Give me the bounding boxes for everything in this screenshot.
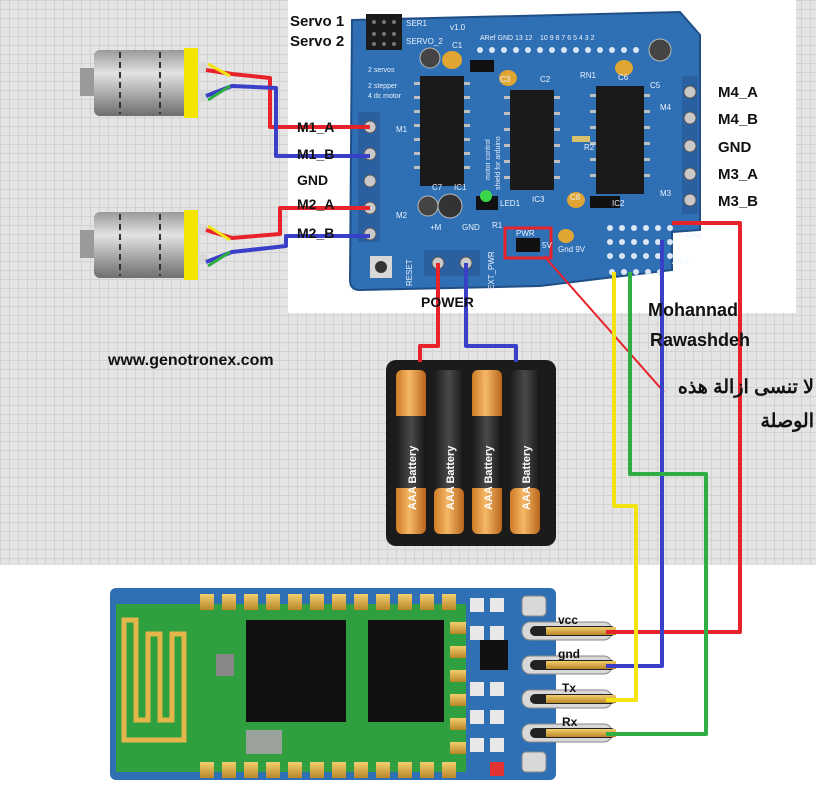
website-label: www.genotronex.com	[108, 352, 274, 369]
pcb-plus-m: +M	[430, 223, 442, 232]
wire-power-blue	[464, 263, 518, 362]
author-surname: Rawashdeh	[650, 330, 751, 350]
pcb-r2: R2	[584, 143, 595, 152]
wire-m1-blue	[205, 84, 370, 158]
pcb-m3: M3	[660, 189, 672, 198]
pcb-a0-5: A0-5	[672, 257, 689, 266]
bt-rx-label: Rx	[562, 715, 578, 729]
m3b-label: M3_B	[718, 193, 759, 210]
m1a-label: M1_A	[297, 119, 335, 135]
arabic-note-line1: لا تنسى ازالة هذه	[677, 377, 814, 398]
battery-labels: AAA Battery AAA Battery AAA Battery AAA …	[407, 445, 533, 510]
pcb-c7: C7	[432, 183, 443, 192]
dc-motor-1	[80, 48, 208, 118]
gnd-left-label: GND	[297, 172, 329, 188]
pcb-gnd: GND	[462, 223, 480, 232]
gnd-right-label: GND	[718, 139, 752, 156]
m2a-label: M2_A	[297, 196, 335, 212]
wire-bt-tx	[606, 272, 638, 702]
pcb-m1: M1	[396, 125, 408, 134]
servo2-label: Servo 2	[290, 33, 345, 50]
pcb-c3: C3	[500, 75, 511, 84]
pcb-ext-pwr: EXT_PWR	[487, 251, 496, 290]
bt-tx-label: Tx	[562, 681, 576, 695]
pcb-rn1: RN1	[580, 71, 597, 80]
pcb-servos-line3: 4 dc motor	[368, 93, 402, 100]
m4b-label: M4_B	[718, 111, 759, 128]
pcb-pwr: PWR	[516, 229, 535, 238]
pcb-gnd9v: Gnd 9V	[558, 245, 586, 254]
pcb-m2: M2	[396, 211, 408, 220]
pcb-led1: LED1	[500, 199, 521, 208]
bluetooth-module	[110, 588, 616, 780]
pcb-m4: M4	[660, 103, 672, 112]
wire-bt-rx	[606, 272, 708, 736]
pcb-ic1: IC1	[454, 183, 467, 192]
m4a-label: M4_A	[718, 84, 759, 101]
pcb-shield-for-arduino: shield for arduino	[495, 136, 502, 190]
pcb-servos-line1: 2 servos	[368, 67, 395, 74]
pcb-gnd-small: Gnd	[686, 231, 701, 240]
bluetooth-pin-labels: vcc gnd Tx Rx	[558, 613, 580, 729]
bt-gnd-label: gnd	[558, 647, 580, 661]
m1b-label: M1_B	[297, 146, 335, 162]
jumper-pointer	[543, 255, 665, 393]
arabic-note-line2: الوصلة	[760, 411, 815, 432]
battery-pack	[386, 360, 556, 546]
wire-m2-red	[205, 206, 370, 240]
wire-bt-vcc	[606, 221, 742, 634]
pcb-motor-control: motor control	[485, 139, 492, 180]
pcb-r1: R1	[492, 221, 503, 230]
m3a-label: M3_A	[718, 166, 759, 183]
battery-label-3: AAA Battery	[483, 445, 495, 510]
pcb-ic2: IC2	[612, 199, 625, 208]
battery-label-2: AAA Battery	[445, 445, 457, 510]
wires	[205, 62, 742, 736]
pcb-5v: 5V	[542, 241, 552, 250]
battery-label-4: AAA Battery	[521, 445, 533, 510]
pcb-servos-line2: 2 stepper	[368, 83, 398, 90]
motor-shield-pcb	[348, 10, 701, 292]
wire-power-red	[418, 263, 440, 362]
wire-m2-blue	[205, 234, 370, 264]
dc-motor-2	[80, 210, 208, 280]
servo1-label: Servo 1	[290, 13, 345, 30]
wire-m1-red	[205, 68, 370, 129]
pcb-pins: 10 9 8 7 6 5 4 3 2	[540, 35, 595, 42]
pcb-silkscreen: SER1 SERVO_2 v1.0 ARef GND 13 12 10 9 8 …	[368, 19, 701, 290]
wire-bt-gnd	[606, 240, 664, 668]
pcb-aref: ARef GND 13 12	[480, 35, 533, 42]
power-label: POWER	[421, 294, 474, 310]
m2b-label: M2_B	[297, 225, 335, 241]
pcb-c6: C6	[618, 73, 629, 82]
pcb-c8: C8	[570, 193, 581, 202]
battery-label-1: AAA Battery	[407, 445, 419, 510]
bt-vcc-label: vcc	[558, 613, 578, 627]
pcb-c5: C5	[650, 81, 661, 90]
pcb-c1: C1	[452, 41, 463, 50]
pcb-reset: RESET	[405, 259, 414, 286]
pcb-version: v1.0	[450, 23, 466, 32]
pcb-c2: C2	[540, 75, 551, 84]
pcb-ser1: SER1	[406, 19, 427, 28]
pcb-servo2: SERVO_2	[406, 37, 443, 46]
author-name: Mohannad	[648, 300, 738, 320]
pcb-ic3: IC3	[532, 195, 545, 204]
